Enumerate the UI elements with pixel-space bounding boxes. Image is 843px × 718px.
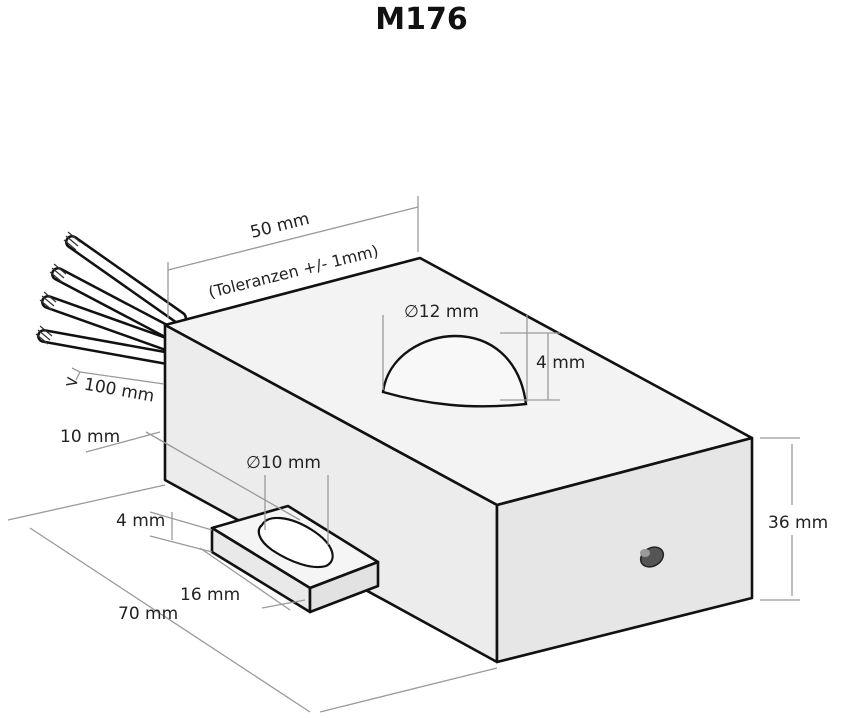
flange-depth-label: 16 mm — [180, 585, 240, 605]
flange-offset-label: 10 mm — [60, 427, 120, 447]
flange-side — [308, 560, 380, 614]
led-indicator — [639, 546, 665, 568]
cable-2 — [49, 263, 175, 339]
height-label: 36 mm — [768, 513, 828, 533]
flange-thickness-label: 4 mm — [116, 511, 165, 531]
cable-1 — [63, 231, 187, 325]
length-label: 70 mm — [118, 604, 178, 624]
mounting-hole — [257, 516, 334, 569]
wire-strands — [39, 291, 57, 311]
page-title: M176 — [375, 2, 468, 37]
box-side-face — [495, 436, 754, 664]
wire-strands — [49, 263, 67, 283]
cable-3 — [39, 291, 173, 351]
wire-strands — [35, 325, 53, 345]
sensor-dome — [381, 334, 528, 408]
cable-bundle — [35, 231, 187, 365]
hole-diameter-label: ∅10 mm — [246, 453, 321, 473]
dome-height-label: 4 mm — [536, 353, 585, 373]
wire-strands — [63, 231, 81, 251]
dimension-lines — [7, 196, 800, 713]
mounting-flange — [210, 504, 380, 614]
width-label: 50 mm — [248, 209, 311, 243]
dome-shape — [381, 334, 528, 408]
cable-4 — [35, 325, 173, 365]
width-dimension-line — [167, 206, 419, 271]
dome-diameter-label: ∅12 mm — [404, 302, 479, 322]
